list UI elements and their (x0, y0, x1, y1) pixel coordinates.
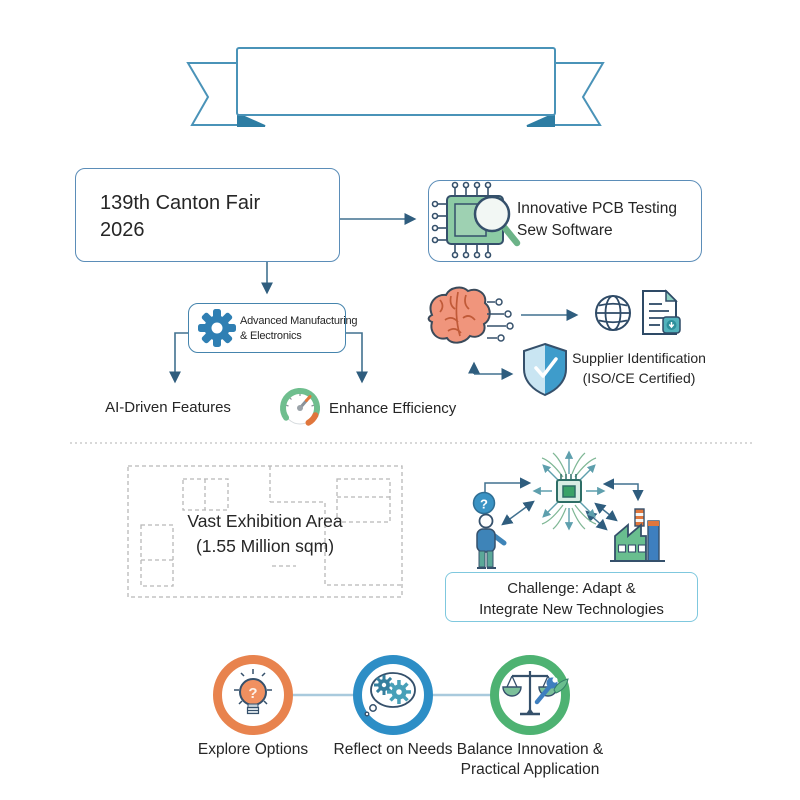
gauge-icon (280, 387, 321, 426)
advanced-manufacturing-line2: & Electronics (240, 330, 302, 342)
pcb-testing-line1: Innovative PCB Testing (517, 200, 677, 217)
ribbon-fold-left (237, 112, 266, 127)
balance-innovation-ring (490, 655, 570, 735)
pcb-testing-label: Innovative PCB Testing Sew Software (517, 198, 677, 242)
canton-fair-title-line1: 139th Canton Fair (100, 192, 261, 214)
challenge-line1: Challenge: Adapt & (507, 580, 636, 597)
tech-cluster-arrows (484, 477, 644, 531)
brain-connection-nodes (487, 298, 514, 342)
exhibition-line1: Vast Exhibition Area (187, 511, 343, 531)
question-circle-icon: ? (472, 491, 496, 515)
advanced-manufacturing-line1: Advanced Manufacturing (240, 315, 358, 327)
globe-icon (595, 295, 631, 331)
exhibition-line2: (1.55 Million sqm) (195, 536, 335, 556)
balance-innovation-label: Balance Innovation & Practical Applicati… (456, 741, 604, 778)
ai-driven-features-label: AI-Driven Features (105, 399, 231, 416)
reflect-on-needs-ring (353, 655, 433, 735)
ribbon-banner (186, 47, 605, 127)
explore-options-label: Explore Options (197, 741, 309, 758)
canton-fair-box (75, 168, 340, 262)
document-download-icon (642, 289, 681, 335)
explore-options-ring (213, 655, 293, 735)
supplier-line2: (ISO/CE Certified) (582, 369, 696, 386)
challenge-box (445, 572, 698, 622)
person-icon (476, 513, 507, 569)
challenge-line2: Integrate New Technologies (479, 601, 664, 618)
brain-icon (427, 286, 514, 344)
supplier-line1: Supplier Identification (572, 350, 706, 366)
chip-burst-icon (532, 450, 606, 531)
canton-fair-title-line2: 2026 (100, 219, 145, 241)
canton-fair-title: 139th Canton Fair 2026 (100, 190, 260, 244)
shield-check-icon (523, 342, 567, 397)
question-mark-glyph: ? (480, 497, 488, 512)
advanced-manufacturing-label: Advanced Manufacturing & Electronics (240, 314, 357, 344)
pcb-testing-line2: Sew Software (517, 222, 613, 239)
challenge-label: Challenge: Adapt & Integrate New Technol… (448, 578, 695, 620)
enhance-efficiency-label: Enhance Efficiency (329, 400, 457, 417)
reflect-on-needs-label: Reflect on Needs (333, 741, 453, 758)
ribbon-fold-right (526, 112, 555, 127)
supplier-identification-label: Supplier Identification (ISO/CE Certifie… (564, 349, 714, 388)
exhibition-area-label: Vast Exhibition Area (1.55 Million sqm) (155, 509, 375, 559)
factory-icon (610, 508, 665, 562)
